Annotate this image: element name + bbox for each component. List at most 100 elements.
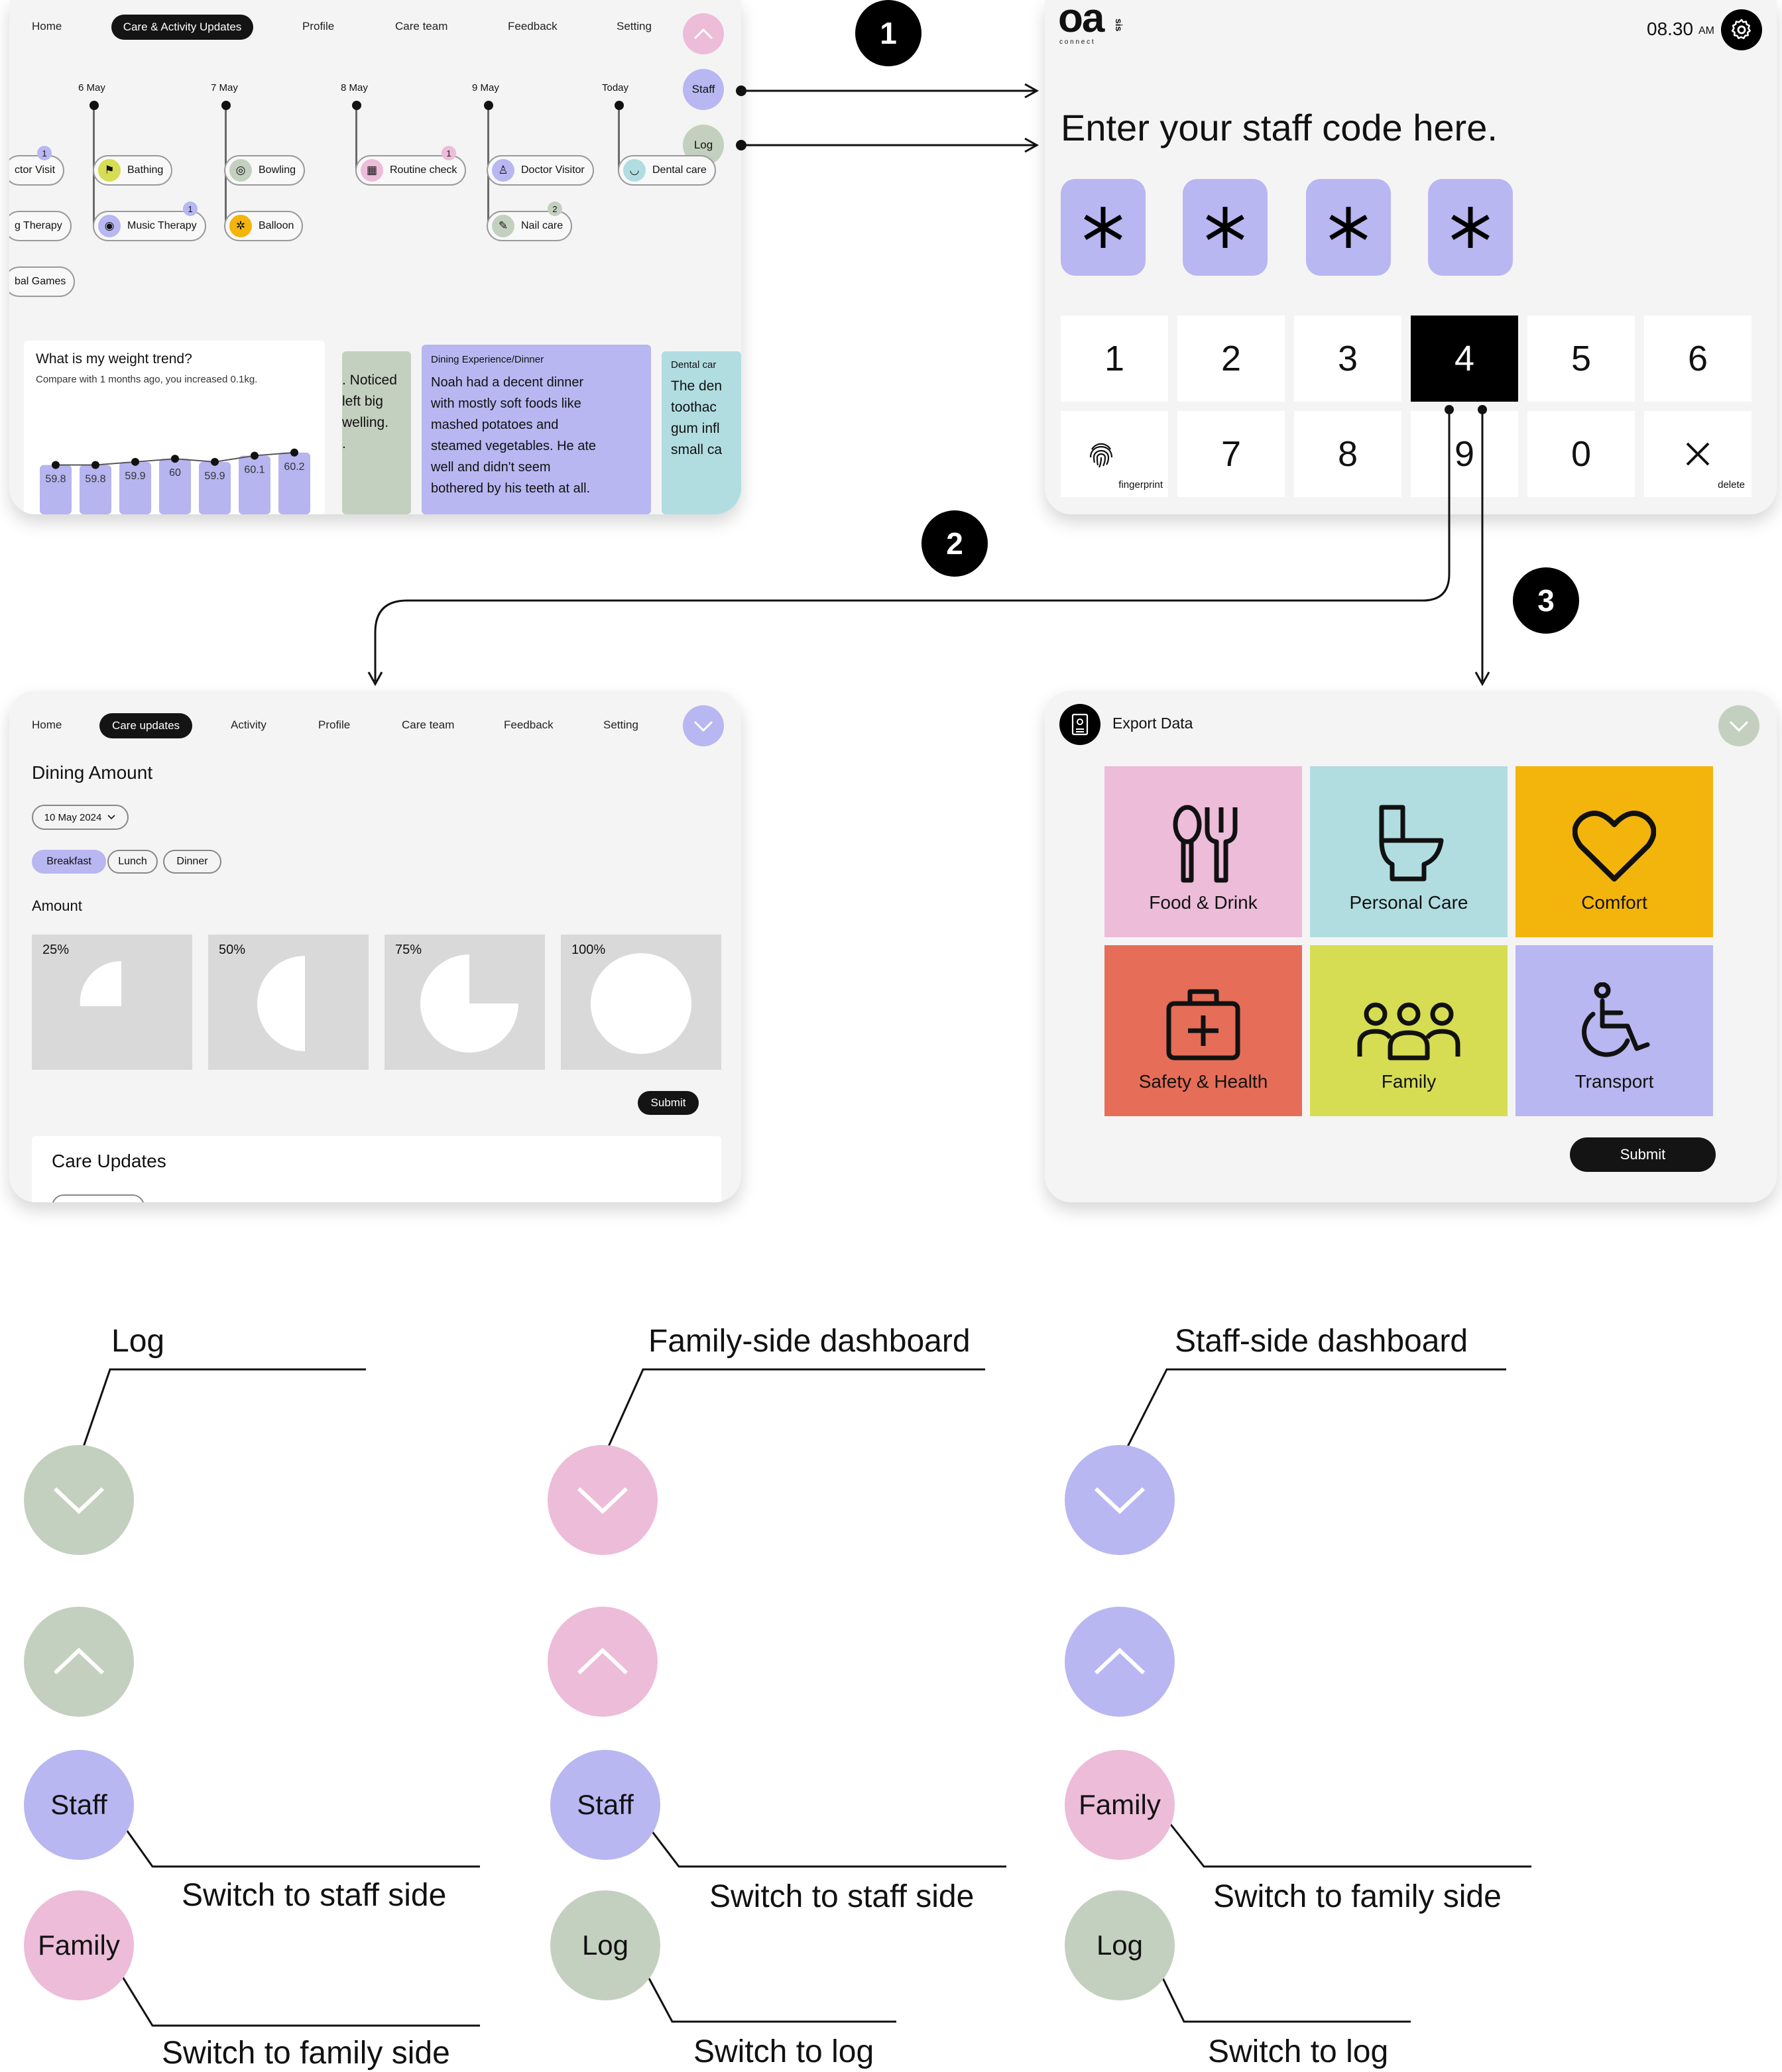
fingerprint-button[interactable]: fingerprint [1061, 411, 1168, 497]
dining-note-card[interactable]: Dining Experience/Dinner Noah had a dece… [422, 345, 651, 514]
tile-comfort[interactable]: Comfort [1515, 766, 1713, 937]
nav-profile[interactable]: Profile [302, 20, 335, 32]
tile-food-drink[interactable]: Food & Drink [1104, 766, 1302, 937]
weight-value-label: 59.8 [85, 474, 105, 485]
date-select[interactable]: 10 May 2024 [32, 805, 129, 830]
keypad-2[interactable]: 2 [1177, 316, 1285, 402]
amount-option-50[interactable]: 50% [208, 935, 369, 1070]
log-family-button[interactable]: Family [24, 1890, 134, 2000]
calendar-icon: ▦ [361, 159, 383, 182]
staff-label: Staff [50, 1789, 107, 1820]
keypad-3[interactable]: 3 [1294, 316, 1401, 402]
note-line: toothac [671, 400, 717, 415]
nav-home[interactable]: Home [32, 20, 62, 32]
dental-note-card[interactable]: Dental car The den toothac gum infl smal… [662, 351, 741, 514]
nav-activity[interactable]: Activity [231, 719, 267, 731]
nav-care-team[interactable]: Care team [402, 719, 455, 731]
staff-expand-button[interactable] [1065, 1607, 1175, 1717]
chevron-up-icon [53, 1647, 105, 1675]
family-collapse-button[interactable] [548, 1445, 658, 1555]
staff-log-button[interactable]: Log [1065, 1890, 1175, 2000]
nav-home[interactable]: Home [32, 719, 62, 731]
settings-button[interactable] [1721, 9, 1762, 50]
note-line: mashed potatoes and [431, 418, 559, 432]
tile-family[interactable]: Family [1310, 945, 1508, 1116]
asterisk-icon [1206, 207, 1244, 248]
collapse-button[interactable] [1718, 705, 1759, 746]
care-note-card[interactable]: . Noticed left big welling. . [342, 351, 411, 514]
weight-value-label: 59.8 [45, 474, 66, 485]
keypad-9[interactable]: 9 [1411, 411, 1518, 497]
activity-chip[interactable]: bal Games [9, 266, 76, 297]
tile-personal-care[interactable]: Personal Care [1310, 766, 1508, 937]
submit-button[interactable]: Submit [638, 1091, 699, 1115]
family-expand-button[interactable] [548, 1607, 658, 1717]
amount-option-25[interactable]: 25% [32, 935, 192, 1070]
keypad-4-active[interactable]: 4 [1411, 316, 1518, 402]
keypad-1[interactable]: 1 [1061, 316, 1168, 402]
expand-menu-button[interactable] [683, 705, 724, 746]
amount-option-100[interactable]: 100% [561, 935, 721, 1070]
weight-trend-card[interactable]: What is my weight trend? Compare with 1 … [24, 341, 325, 514]
meal-breakfast-pill[interactable]: Breakfast [32, 850, 106, 874]
nav-profile[interactable]: Profile [318, 719, 351, 731]
nav-feedback[interactable]: Feedback [504, 719, 554, 731]
activity-chip[interactable]: ▦Routine check [355, 155, 467, 186]
activity-chip[interactable]: ✲Balloon [224, 211, 304, 241]
nav-care-activity-updates[interactable]: Care & Activity Updates [111, 15, 253, 40]
keypad-5[interactable]: 5 [1527, 316, 1635, 402]
activity-chip[interactable]: ♙Doctor Visitor [487, 155, 594, 186]
meal-lunch-pill[interactable]: Lunch [107, 850, 158, 874]
staff-collapse-button[interactable] [1065, 1445, 1175, 1555]
staff-family-button[interactable]: Family [1065, 1750, 1175, 1860]
submit-button[interactable]: Submit [1570, 1137, 1716, 1172]
collapse-menu-button[interactable] [683, 13, 724, 54]
timeline-dot [615, 101, 624, 110]
tile-transport[interactable]: Transport [1515, 945, 1713, 1116]
logo-main: oa [1058, 0, 1104, 41]
activity-chip[interactable]: ctor Visit [9, 155, 65, 186]
amount-label: Amount [32, 897, 82, 914]
care-updates-card[interactable]: Care Updates [32, 1136, 721, 1202]
family-log-button[interactable]: Log [550, 1890, 660, 2000]
nav-care-updates[interactable]: Care updates [99, 713, 192, 738]
chevron-down-icon [1729, 720, 1749, 732]
family-staff-button[interactable]: Staff [550, 1750, 660, 1860]
keypad-6[interactable]: 6 [1644, 316, 1752, 402]
activity-chip[interactable]: g Therapy [9, 211, 72, 241]
delete-button[interactable]: delete [1644, 411, 1752, 497]
nav-care-team[interactable]: Care team [395, 20, 448, 32]
note-line: small ca [671, 442, 723, 457]
timeline-dot [221, 101, 231, 110]
note-line: Noah had a decent dinner [431, 375, 584, 390]
timeline-date: 9 May [472, 82, 499, 93]
nav-setting[interactable]: Setting [603, 719, 638, 731]
timeline-date: 7 May [211, 82, 238, 93]
section-title: Dining Amount [32, 762, 153, 783]
tile-safety-health[interactable]: Safety & Health [1104, 945, 1302, 1116]
activity-chip[interactable]: ◡Dental care [618, 155, 716, 186]
log-collapse-button[interactable] [24, 1445, 134, 1555]
staff-switch-button[interactable]: Staff [683, 69, 724, 110]
amount-option-75[interactable]: 75% [385, 935, 545, 1070]
nail-icon: ✎ [492, 215, 514, 237]
activity-chip[interactable]: ◎Bowling [224, 155, 306, 186]
activity-chip[interactable]: ✎Nail care [487, 211, 573, 241]
care-updates-pill[interactable] [52, 1194, 145, 1202]
amount-option-label: 100% [571, 943, 606, 957]
activity-chip[interactable]: ⚑Bathing [93, 155, 173, 186]
keypad-8[interactable]: 8 [1294, 411, 1401, 497]
nav-feedback[interactable]: Feedback [508, 20, 558, 32]
log-staff-button[interactable]: Staff [24, 1750, 134, 1860]
meal-dinner-pill[interactable]: Dinner [163, 850, 221, 874]
activity-chip[interactable]: ◉Music Therapy [93, 211, 206, 241]
clock-ampm: AM [1698, 25, 1714, 36]
chip-label: Music Therapy [127, 220, 197, 231]
nav-setting[interactable]: Setting [617, 20, 652, 32]
delete-label: delete [1718, 479, 1745, 490]
notification-badge: 1 [442, 146, 456, 160]
keypad-0[interactable]: 0 [1527, 411, 1635, 497]
log-expand-button[interactable] [24, 1607, 134, 1717]
note-line: . Noticed [342, 373, 397, 388]
keypad-7[interactable]: 7 [1177, 411, 1285, 497]
